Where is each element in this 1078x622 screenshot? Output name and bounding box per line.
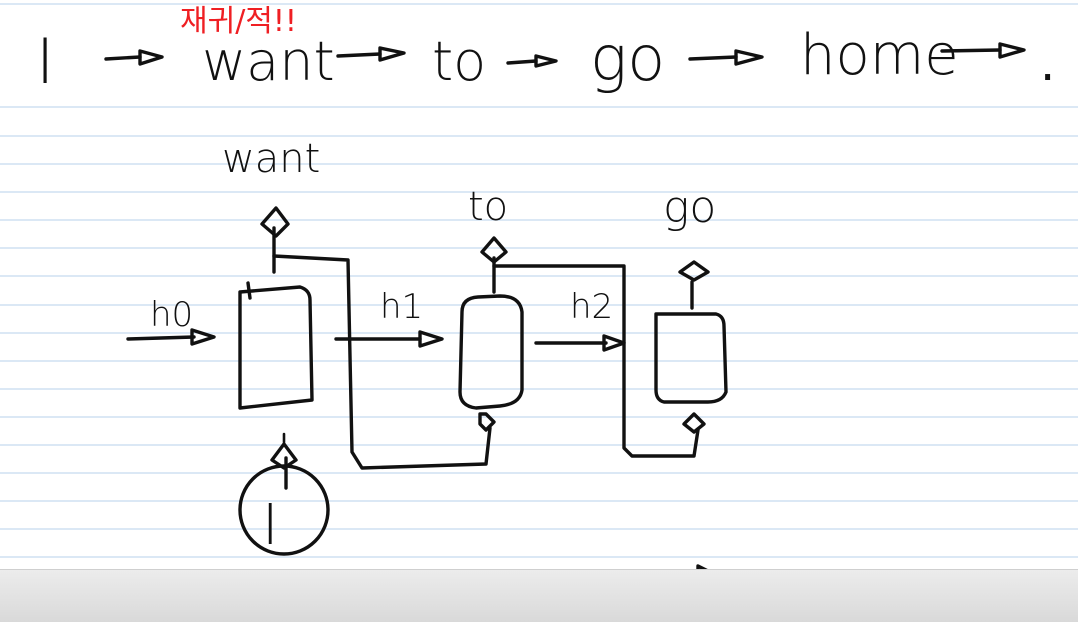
arrow-head-icon (602, 334, 626, 352)
rnn-cell-3 (654, 312, 728, 404)
arrow-head-icon (682, 412, 706, 434)
input-label-i: I (262, 493, 279, 558)
feedback-loop-2 (492, 264, 700, 458)
arrow-line (104, 55, 142, 61)
cell-mark (246, 281, 252, 300)
arrow-line (506, 59, 538, 65)
h0-arrow-line (126, 335, 196, 341)
input-circle (238, 464, 330, 556)
arrow-head-icon (998, 42, 1026, 59)
arrow-line (336, 52, 382, 58)
arrow-head-icon (678, 260, 710, 282)
feedback-loop-1 (272, 254, 492, 470)
rnn-cell-1 (238, 285, 314, 410)
sentence-word-want: want (202, 30, 335, 93)
arrow-head-icon (138, 49, 164, 66)
hidden-state-label-h0: h0 (150, 295, 193, 335)
arrow-head-icon (260, 206, 290, 238)
sentence-word-go: go (590, 22, 665, 95)
rnn-cell-2 (458, 294, 524, 410)
arrow-head-icon (190, 328, 216, 346)
rnn-diagram: want to go h0 h1 h2 I (126, 136, 728, 586)
bottom-toolbar-strip (0, 569, 1078, 622)
sentence-word-i: I (36, 25, 54, 98)
ruled-lines (0, 3, 1078, 558)
output-label-want: want (222, 136, 320, 182)
arrow-head-icon (480, 236, 508, 264)
arrow-head-icon (534, 54, 558, 68)
sentence-word-home: home (800, 23, 959, 88)
arrow-head-icon (478, 412, 496, 432)
sentence-period: . (1040, 36, 1055, 92)
sentence-row: 재귀/적!! I want to go home . (36, 4, 1055, 98)
hidden-state-label-h2: h2 (570, 287, 613, 327)
hidden-state-label-h1: h1 (380, 287, 423, 327)
sentence-word-to: to (432, 30, 486, 93)
arrow-line (688, 55, 738, 61)
arrow-head-icon (734, 49, 764, 66)
arrow-head-icon (418, 330, 444, 348)
output-label-to: to (468, 184, 508, 230)
arrow-head-icon (378, 46, 406, 62)
output-label-go: go (663, 182, 716, 233)
recursive-annotation: 재귀/적!! (180, 4, 297, 39)
arrow-head-icon (270, 442, 298, 470)
arrow-line (940, 48, 1002, 53)
